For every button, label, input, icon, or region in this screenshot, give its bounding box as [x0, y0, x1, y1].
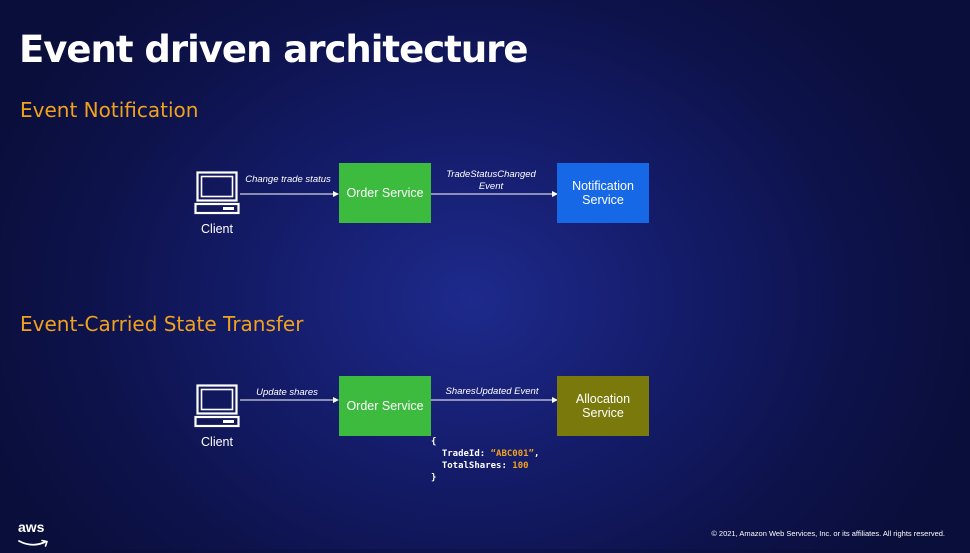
payload-trade-key: TradeId: — [441, 449, 491, 459]
payload-shares-value: 100 — [512, 461, 529, 471]
laptop-icon — [194, 171, 240, 215]
order-service-box-state-transfer: Order Service — [339, 376, 431, 436]
slide-title: Event driven architecture — [19, 28, 529, 71]
aws-smile-icon — [18, 539, 48, 547]
event-payload-code: { TradeId: “ABC001”, TotalShares: 100 } — [431, 436, 539, 484]
edge-label-change-trade-status: Change trade status — [245, 174, 331, 185]
payload-trade-value: “ABC001” — [490, 449, 534, 459]
order-service-box-notification: Order Service — [339, 163, 431, 223]
event-label-line2: Event — [478, 181, 504, 192]
edge-label-update-shares: Update shares — [256, 387, 318, 398]
client-label: Client — [201, 222, 233, 236]
payload-open-brace: { — [431, 437, 437, 447]
aws-logo-text: aws — [18, 519, 45, 535]
copyright-notice: © 2021, Amazon Web Services, Inc. or its… — [711, 529, 945, 538]
payload-close-brace: } — [431, 473, 437, 483]
client-label: Client — [201, 435, 233, 449]
client-node-state-transfer: Client — [193, 384, 241, 449]
edge-label-shares-updated: SharesUpdated Event — [445, 386, 539, 397]
payload-separator: , — [533, 449, 540, 459]
notification-service-box: Notification Service — [557, 163, 649, 223]
section-heading-event-carried-state-transfer: Event-Carried State Transfer — [20, 312, 304, 336]
payload-shares-key: TotalShares: — [441, 461, 513, 471]
section-heading-event-notification: Event Notification — [20, 98, 199, 122]
laptop-icon — [194, 384, 240, 428]
edge-label-trade-status-changed: TradeStatusChanged Event — [436, 169, 546, 193]
aws-logo: aws — [18, 519, 52, 547]
client-node-notification: Client — [193, 171, 241, 236]
allocation-service-box: Allocation Service — [557, 376, 649, 436]
event-label-line1: TradeStatusChanged — [446, 169, 536, 180]
